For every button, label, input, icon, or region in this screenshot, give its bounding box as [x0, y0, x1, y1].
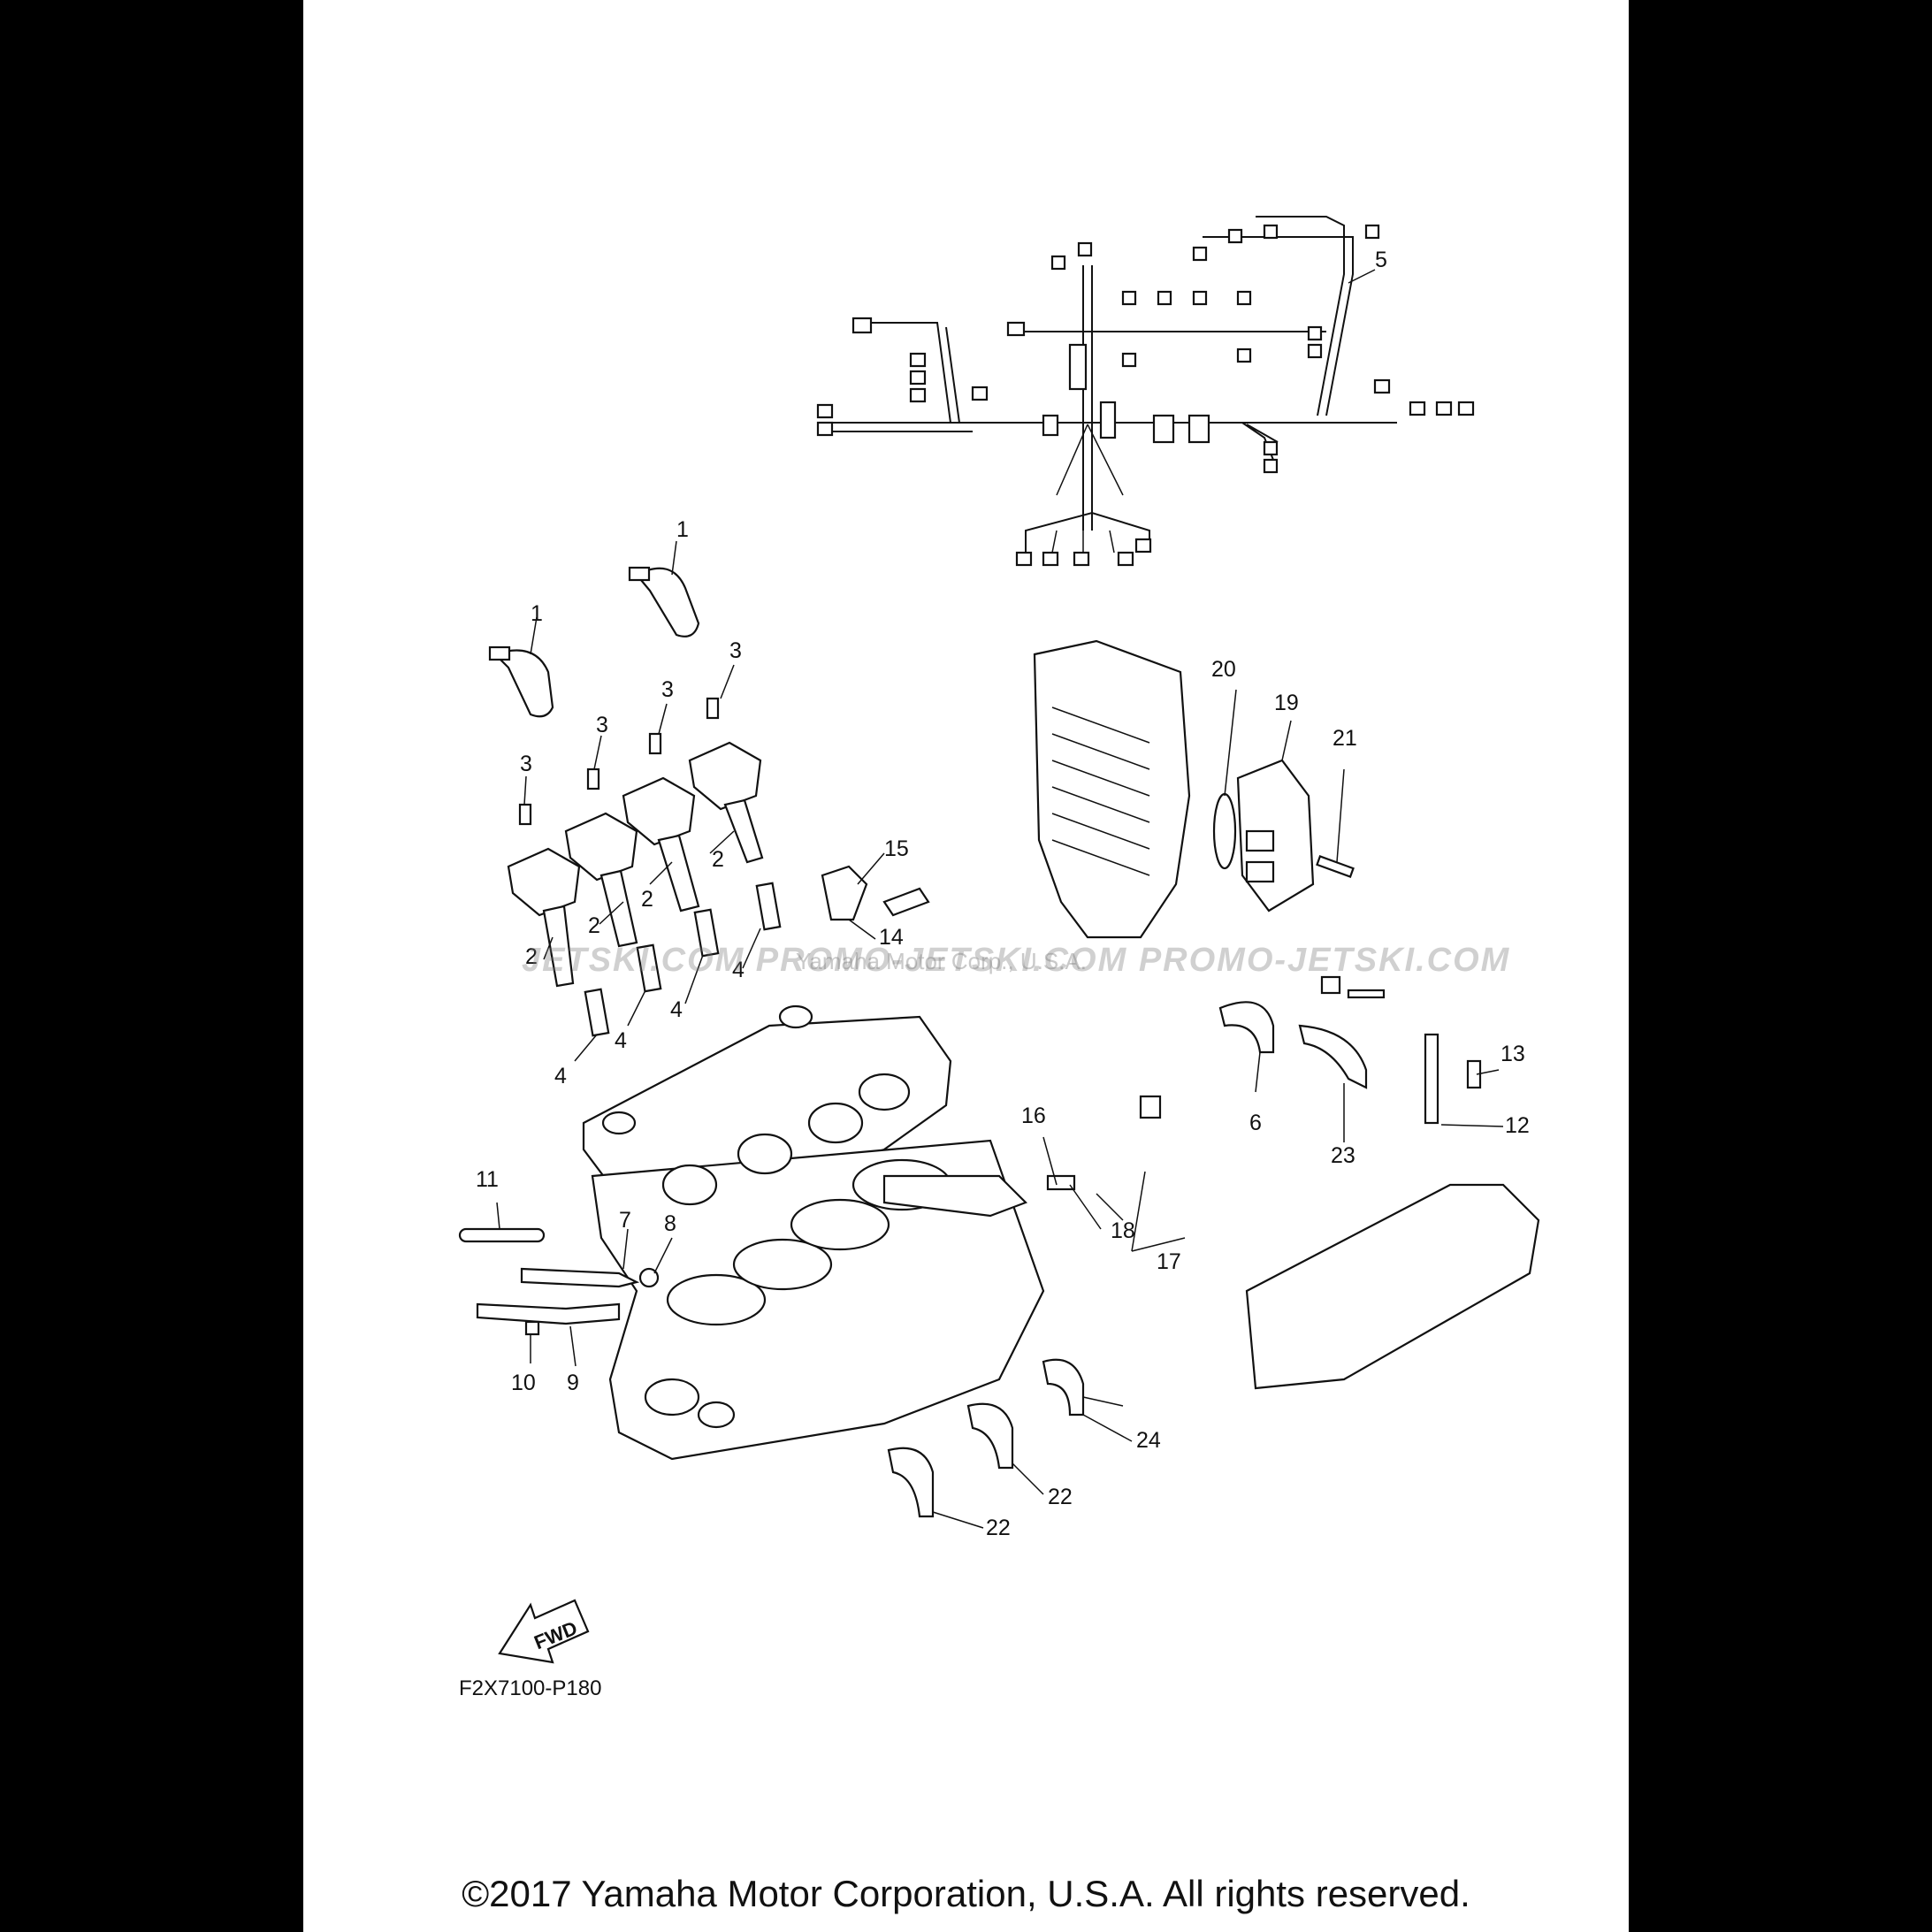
o-ring-20 — [1212, 792, 1237, 870]
ecu-housing — [1033, 639, 1355, 939]
callout-16: 16 — [1021, 1103, 1046, 1128]
callout-9: 9 — [567, 1371, 579, 1395]
sensor-18 — [882, 1174, 1027, 1218]
fwd-arrow: FWD — [498, 1599, 590, 1664]
callout-13: 13 — [1501, 1042, 1525, 1066]
callout-15: 15 — [884, 836, 909, 861]
callout-4: 4 — [670, 997, 683, 1022]
callout-4: 4 — [615, 1028, 627, 1053]
bolt-21 — [1316, 855, 1355, 878]
callout-3: 3 — [661, 677, 674, 702]
callout-4: 4 — [732, 958, 745, 982]
lower-clamps — [887, 1358, 1085, 1518]
right-small-parts — [882, 975, 1540, 1390]
ignition-coil — [564, 812, 638, 948]
callout-1: 1 — [676, 517, 689, 542]
bolt-10 — [524, 1320, 540, 1336]
callout-11: 11 — [476, 1167, 499, 1192]
watermark-small: Yamaha Motor Corp., U.S.A. — [796, 948, 1087, 974]
diagram-sheet — [303, 0, 1629, 1932]
callout-3: 3 — [729, 638, 742, 663]
callout-22: 22 — [986, 1516, 1011, 1540]
callout-22: 22 — [1048, 1485, 1073, 1509]
clamp-22a — [966, 1402, 1014, 1470]
ignition-coil — [688, 741, 764, 864]
callout-3: 3 — [596, 713, 608, 737]
callout-5: 5 — [1375, 248, 1387, 272]
callout-24: 24 — [1136, 1428, 1161, 1453]
ignition-coil — [622, 776, 700, 913]
callout-21: 21 — [1333, 726, 1357, 751]
copyright-notice: ©2017 Yamaha Motor Corporation, U.S.A. A… — [462, 1873, 1470, 1914]
sensor-14 — [821, 865, 868, 921]
ignition-coils — [507, 697, 764, 988]
sensor-16 — [1046, 1174, 1076, 1191]
watermark: JETSKI.COM PROMO-JETSKI.COM PROMO-JETSKI… — [522, 942, 1511, 979]
callout-3: 3 — [520, 752, 532, 776]
callout-2: 2 — [588, 913, 600, 938]
callout-numbers: 1 1 2 2 2 2 3 3 3 3 3 4 4 4 4 5 6 7 8 9 … — [476, 248, 1530, 1540]
callout-8: 8 — [664, 1211, 676, 1236]
callout-2: 2 — [641, 887, 653, 912]
spark-plugs — [584, 882, 782, 1037]
cable-tie-1b — [488, 645, 554, 718]
callout-20: 20 — [1211, 657, 1236, 682]
left-small-parts — [458, 865, 930, 1336]
callout-2: 2 — [525, 944, 538, 969]
cable-tie-6 — [1218, 1001, 1275, 1054]
callout-10: 10 — [511, 1371, 536, 1395]
connector-15 — [882, 887, 930, 917]
cable-tie-1a — [628, 566, 700, 638]
engine-block — [582, 1004, 1045, 1461]
sensor-9 — [476, 1302, 621, 1325]
callout-1: 1 — [531, 601, 543, 626]
sensor-7 — [520, 1267, 640, 1288]
sensor-12 — [1424, 1033, 1439, 1125]
clamp-22b — [887, 1447, 935, 1518]
callout-17: 17 — [1157, 1249, 1181, 1274]
bolt-13 — [1466, 1059, 1482, 1089]
callout-7: 7 — [619, 1208, 631, 1233]
callout-14: 14 — [879, 925, 904, 950]
exhaust-manifold — [1245, 1183, 1540, 1390]
leader-lines — [496, 269, 1504, 1529]
washer-8 — [638, 1267, 660, 1288]
callout-19: 19 — [1274, 691, 1299, 715]
callout-4: 4 — [554, 1064, 567, 1088]
hose-11 — [458, 1227, 546, 1243]
callout-12: 12 — [1505, 1113, 1530, 1138]
callout-23: 23 — [1331, 1143, 1355, 1168]
callout-2: 2 — [712, 847, 724, 872]
diagram-code: F2X7100-P180 — [459, 1676, 602, 1700]
clamp-23 — [1298, 1024, 1368, 1089]
clamp-24 — [1042, 1358, 1085, 1417]
wire-harness — [816, 216, 1475, 567]
callout-18: 18 — [1111, 1218, 1135, 1243]
callout-6: 6 — [1249, 1111, 1262, 1135]
ignition-coil — [507, 847, 581, 988]
